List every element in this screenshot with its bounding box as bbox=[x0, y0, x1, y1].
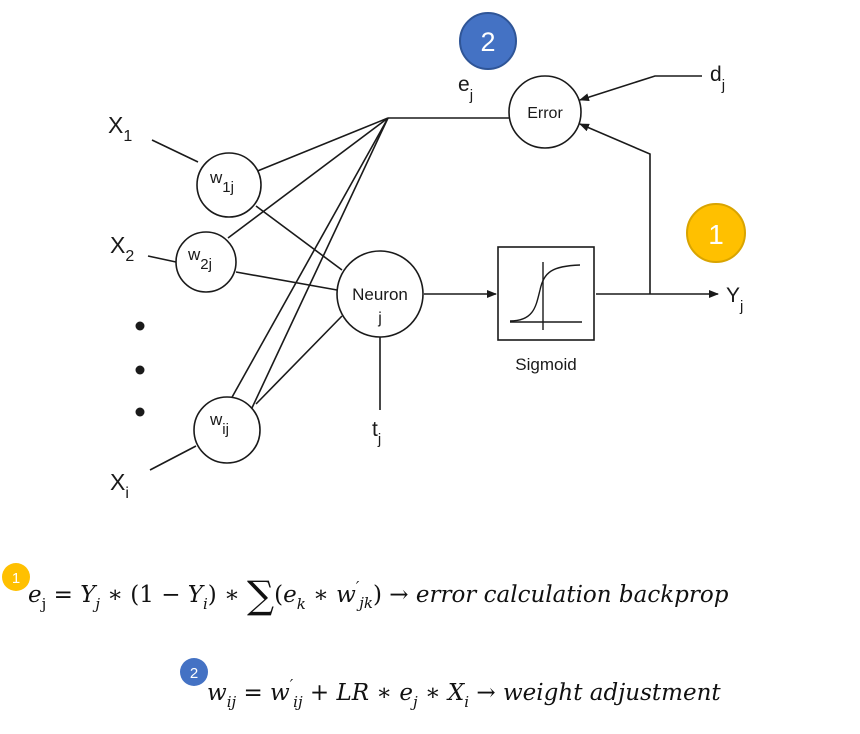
xi-to-wij-line bbox=[149, 445, 197, 471]
connections bbox=[147, 75, 719, 471]
desired-output-label: dj bbox=[710, 63, 725, 94]
formula-1: 1 ej = Yj ∗ (1 − Yi) ∗ ∑(ek ∗ w′jk) → er… bbox=[2, 563, 729, 617]
x1-to-w1j-line bbox=[151, 139, 199, 163]
wij-to-neuron-line bbox=[255, 315, 343, 405]
w2j-to-neuron-line bbox=[235, 271, 338, 291]
neuron-node bbox=[336, 250, 424, 338]
formula-1-text: ej = Yj ∗ (1 − Yi) ∗ ∑(ek ∗ w′jk) → erro… bbox=[28, 573, 729, 617]
ellipsis-dots-icon bbox=[135, 321, 145, 417]
weight-wij-label: wij bbox=[209, 410, 229, 438]
feedback-to-wij-line-2 bbox=[250, 117, 389, 411]
x2-to-w2j-line bbox=[147, 255, 177, 263]
input-x1-label: X1 bbox=[108, 112, 132, 145]
formula-2-badge bbox=[180, 658, 208, 686]
weight-w2j-label: w2j bbox=[187, 245, 212, 273]
feedback-to-w2j-line bbox=[227, 117, 389, 239]
formula-1-badge-number: 1 bbox=[12, 570, 20, 587]
weight-node-w1j bbox=[196, 152, 262, 218]
sigmoid-curve-icon bbox=[509, 262, 582, 330]
badge-2-number: 2 bbox=[480, 27, 495, 57]
threshold-label: tj bbox=[372, 418, 381, 448]
output-to-error-arrow bbox=[579, 123, 651, 294]
weight-w1j-label: w1j bbox=[209, 168, 234, 196]
badge-2-circle bbox=[459, 12, 517, 70]
weight-node-wij bbox=[193, 396, 261, 464]
badge-1-circle bbox=[686, 203, 746, 263]
input-x2-label: X2 bbox=[110, 232, 134, 265]
neuron-index-label: j bbox=[377, 310, 382, 327]
feedback-to-wij-line bbox=[225, 117, 389, 409]
formula-2-text: wij = w′ij + LR ∗ ej ∗ Xi → weight adjus… bbox=[207, 676, 721, 711]
badge-1: 1 bbox=[686, 203, 746, 263]
output-label: Yj bbox=[726, 284, 743, 315]
error-signal-label: ej bbox=[458, 73, 473, 104]
sigmoid-box bbox=[497, 246, 595, 341]
w1j-to-neuron-line bbox=[255, 205, 343, 271]
feedback-to-w1j-line bbox=[254, 117, 389, 173]
error-node bbox=[508, 75, 582, 149]
badge-2: 2 bbox=[459, 12, 517, 70]
formula-1-badge bbox=[2, 563, 30, 591]
formula-2: 2 wij = w′ij + LR ∗ ej ∗ Xi → weight adj… bbox=[180, 658, 721, 711]
error-node-label: Error bbox=[527, 105, 563, 122]
desired-to-error-arrow bbox=[579, 75, 702, 102]
input-xi-label: Xi bbox=[110, 469, 129, 502]
neuron-label: Neuron bbox=[352, 285, 408, 304]
weight-node-w2j bbox=[175, 231, 237, 293]
sigmoid-caption: Sigmoid bbox=[515, 355, 576, 374]
badge-1-number: 1 bbox=[708, 219, 724, 250]
formula-2-badge-number: 2 bbox=[190, 665, 198, 682]
